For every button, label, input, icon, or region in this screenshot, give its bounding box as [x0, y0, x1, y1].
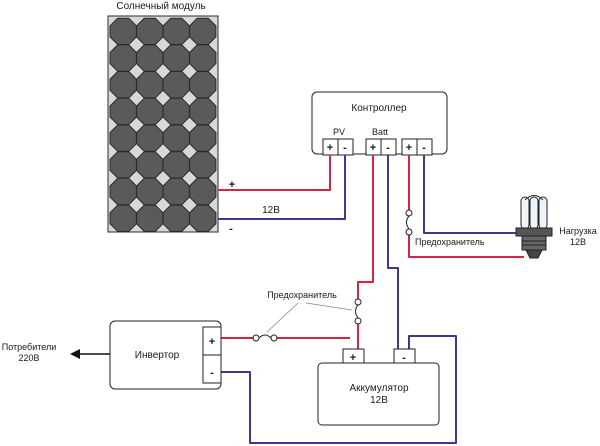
wire-solar-positive: [218, 155, 331, 191]
load-minus-sign: -: [422, 142, 426, 154]
consumers-label-line1: Потребители: [2, 342, 57, 352]
solar-cell: [109, 151, 137, 179]
lamp-tube-bridge: [524, 195, 544, 201]
fuse-inv-arc: [258, 334, 272, 339]
solar-cell: [136, 71, 164, 99]
fuse-right-contact-bottom: [405, 228, 413, 236]
load-label-line2: 12В: [570, 237, 586, 247]
solar-cell: [189, 17, 217, 45]
controller-label: Контроллер: [351, 103, 407, 114]
solar-cell: [109, 97, 137, 126]
solar-cells: [109, 17, 217, 232]
wire-batt-positive-upper: [357, 155, 374, 300]
solar-cell: [189, 97, 217, 126]
consumers-label-line2: 220В: [18, 353, 39, 363]
fuse-inv-contact-right: [270, 334, 278, 342]
solar-cell: [189, 177, 217, 206]
fuse-batt-contact-top: [354, 298, 362, 306]
solar-cell: [162, 204, 190, 232]
solar-cell: [109, 17, 137, 45]
solar-cell: [109, 44, 137, 72]
solar-cell: [136, 97, 164, 126]
pv-terminal-label: PV: [333, 127, 345, 137]
solar-cell: [136, 124, 164, 152]
inverter-label: Инвертор: [135, 350, 180, 361]
batt-plus-sign: +: [370, 142, 376, 154]
fuse-inv-contact-left: [252, 334, 260, 342]
solar-cell: [162, 151, 190, 179]
solar-cell: [136, 151, 164, 179]
solar-cell: [189, 204, 217, 232]
wire-solar-negative: [218, 155, 346, 220]
solar-cell: [162, 44, 190, 72]
solar-cell: [162, 124, 190, 152]
lamp-base-body: [521, 235, 547, 251]
fuse-batt-contact-bottom: [354, 317, 362, 325]
solar-panel-icon: [107, 15, 219, 233]
lamp-tube-1: [520, 196, 530, 230]
solar-voltage-label: 12В: [262, 205, 280, 216]
solar-cell: [136, 177, 164, 206]
lamp-tube-3: [538, 196, 548, 230]
fuse-right-arc: [406, 215, 410, 230]
wire-inverter-negative: [221, 335, 457, 444]
inverter-minus-sign: -: [210, 367, 214, 379]
fuse-batt-arc: [355, 304, 359, 319]
solar-plus-label: +: [229, 179, 235, 191]
fuse-icon: [405, 209, 413, 236]
lamp-tip: [525, 249, 543, 259]
solar-cell: [162, 97, 190, 126]
lamp-tube-2: [529, 196, 539, 230]
cfl-lamp-icon: [515, 195, 553, 259]
load-plus-sign: +: [406, 142, 412, 154]
wire-batt-negative: [387, 155, 399, 349]
wire-load-positive-lower: [408, 232, 524, 258]
fuse-leader-right: [305, 302, 353, 311]
lamp-base-ring: [515, 227, 553, 237]
solar-cell: [109, 204, 137, 232]
pv-minus-sign: -: [343, 142, 347, 154]
pv-plus-sign: +: [327, 142, 333, 154]
output-arrow-head: [70, 349, 80, 359]
fuse-right-label: Предохранитель: [415, 237, 485, 247]
battery-minus-sign: -: [402, 352, 406, 364]
solar-cell: [109, 71, 137, 99]
solar-cell: [162, 17, 190, 45]
batt-terminal-label: Batt: [372, 127, 389, 137]
load-label-line1: Нагрузка: [559, 226, 596, 236]
solar-cell: [189, 151, 217, 179]
battery-label-line2: 12В: [370, 395, 388, 406]
inverter-plus-sign: +: [209, 336, 215, 348]
controller-unit: Контроллер PV Batt + - + - + -: [311, 91, 448, 156]
fuse-leader-left: [266, 302, 299, 333]
solar-cell: [189, 71, 217, 99]
solar-cell: [162, 177, 190, 206]
wires: [218, 155, 524, 444]
output-arrow-icon: [70, 349, 110, 359]
solar-minus-label: -: [229, 223, 233, 235]
solar-cell: [189, 124, 217, 152]
solar-panel-title: Солнечный модуль: [116, 1, 205, 12]
solar-cell: [109, 124, 137, 152]
solar-cell: [136, 204, 164, 232]
solar-cell: [136, 17, 164, 45]
fuse-icon: [354, 298, 362, 325]
solar-cell: [162, 71, 190, 99]
fuse-center-label: Предохранитель: [267, 290, 337, 300]
fuse-right-contact-top: [405, 209, 413, 217]
wire-load-negative: [423, 155, 518, 234]
inverter-unit: Инвертор + -: [109, 320, 222, 390]
battery-label-line1: Аккумулятор: [349, 383, 408, 394]
battery-box: [317, 362, 440, 426]
battery-unit: + - Аккумулятор 12В: [317, 348, 440, 426]
solar-cell: [136, 44, 164, 72]
batt-minus-sign: -: [386, 142, 390, 154]
battery-plus-sign: +: [350, 352, 356, 364]
solar-cell: [189, 44, 217, 72]
solar-cell: [109, 177, 137, 206]
fuse-icon: [252, 334, 278, 342]
